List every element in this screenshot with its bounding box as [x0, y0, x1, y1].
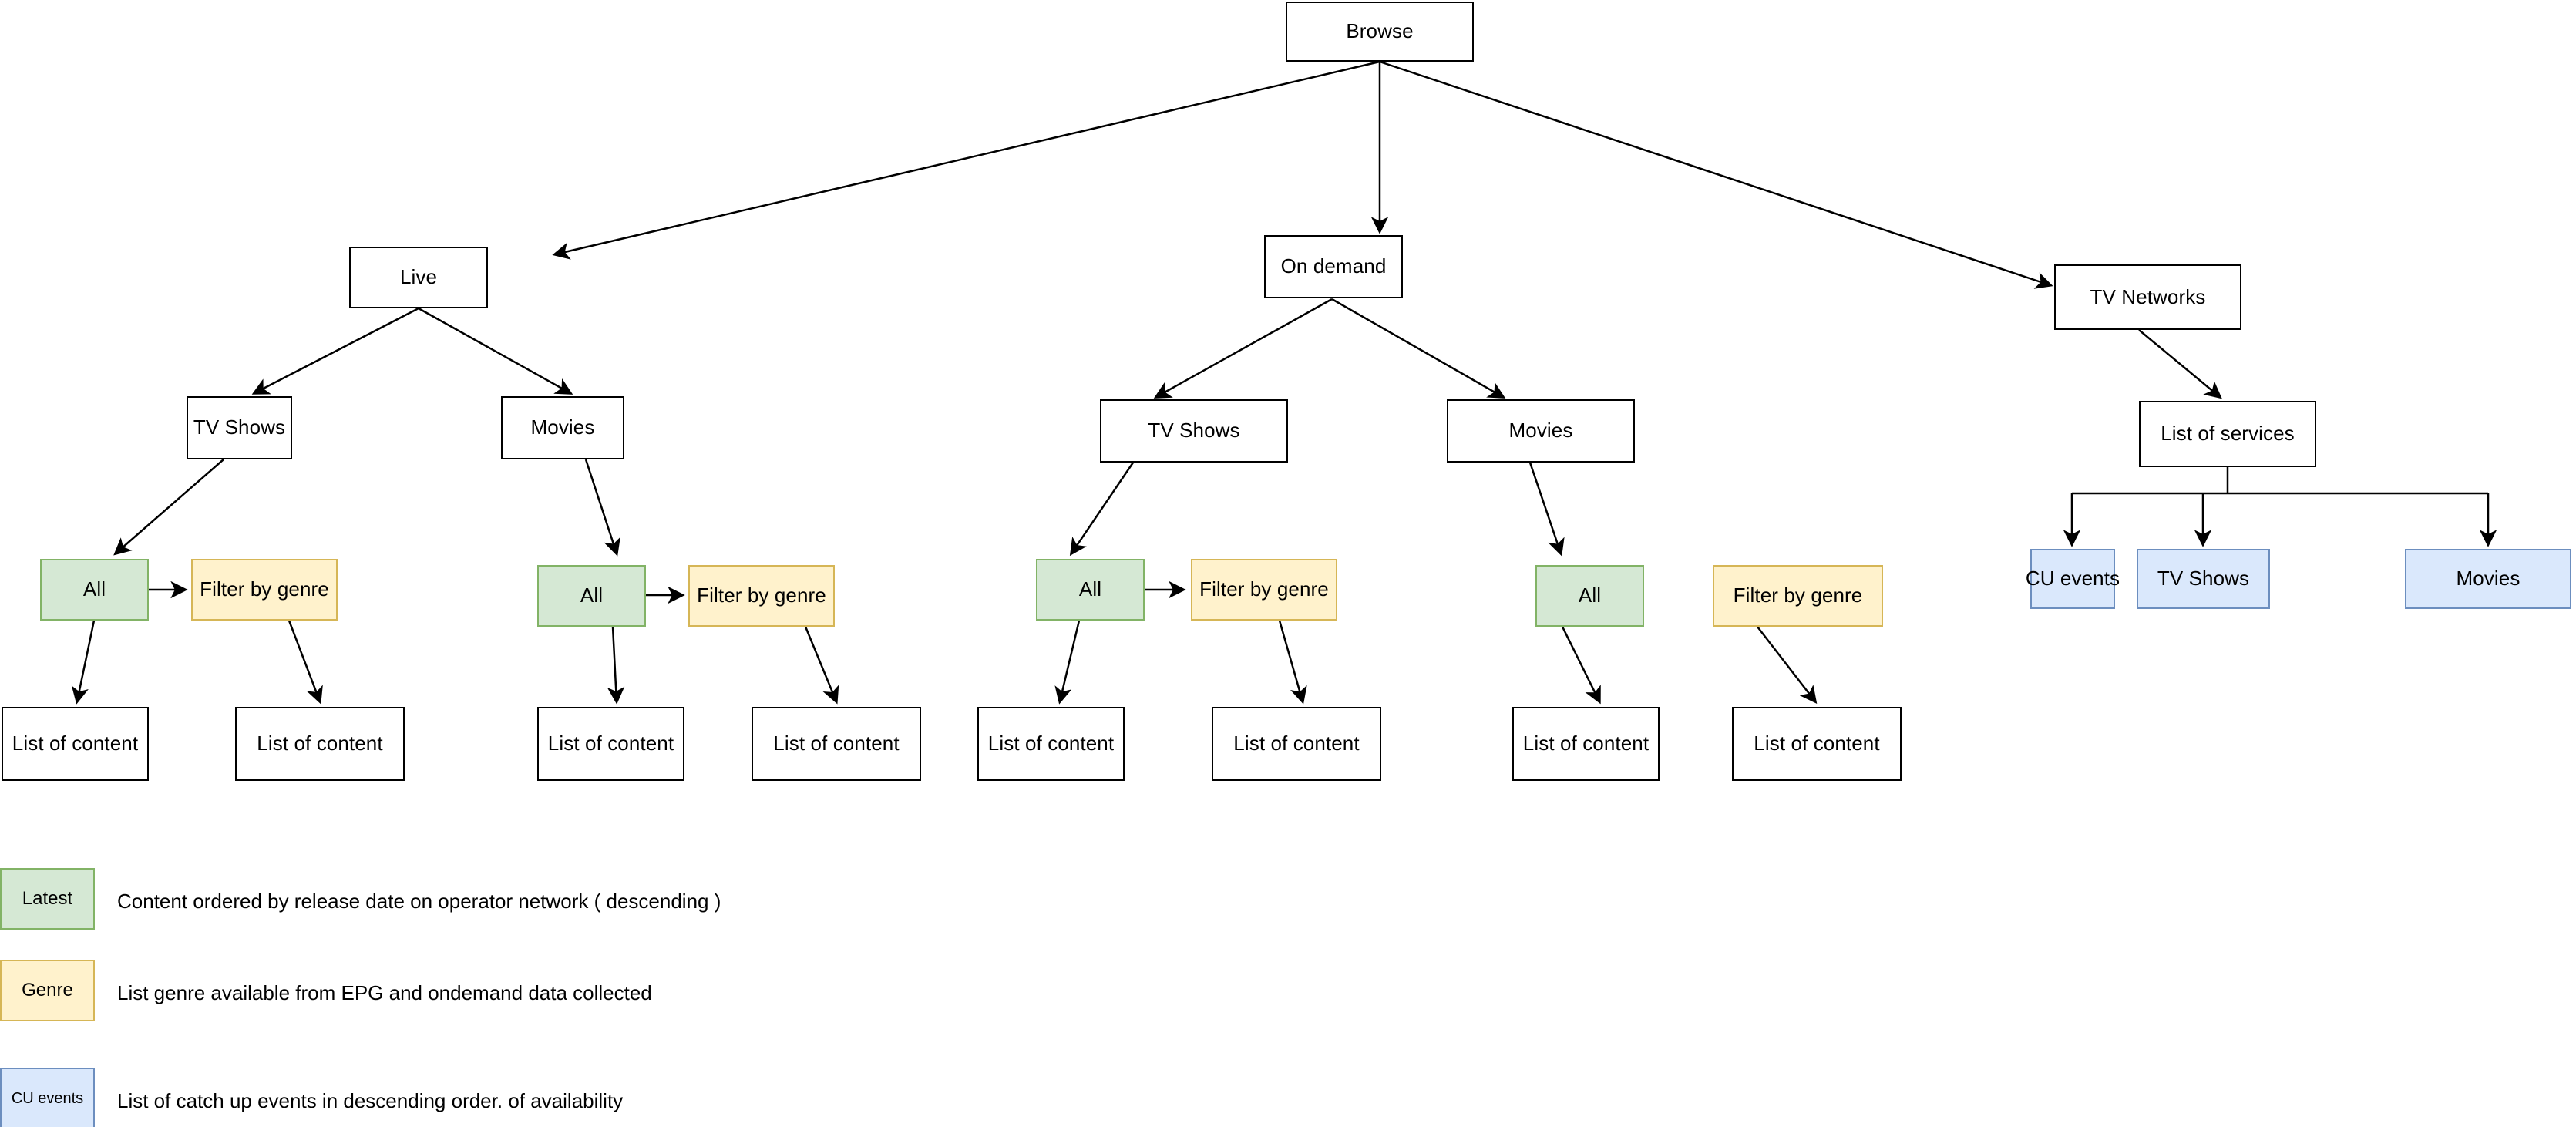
node-service-movies-label: Movies: [2456, 567, 2521, 590]
node-all-ondemand-tv-shows-label: All: [1078, 577, 1102, 601]
node-live-movies-label: Movies: [530, 415, 595, 439]
node-ondemand-tv-shows[interactable]: TV Shows: [1100, 399, 1288, 463]
node-all-ondemand-movies[interactable]: All: [1535, 565, 1644, 627]
node-live-movies[interactable]: Movies: [501, 396, 624, 459]
node-ondemand-movies[interactable]: Movies: [1447, 399, 1635, 463]
node-service-cu-events[interactable]: CU events: [2026, 549, 2120, 609]
node-leaf-live-movies-all-label: List of content: [547, 732, 674, 755]
node-all-live-tv-shows[interactable]: All: [40, 559, 149, 621]
node-list-of-services[interactable]: List of services: [2139, 401, 2316, 467]
node-browse[interactable]: Browse: [1286, 2, 1474, 62]
node-genre-live-movies-label: Filter by genre: [697, 584, 826, 607]
node-live-label: Live: [399, 265, 438, 289]
node-tv-networks-label: TV Networks: [2090, 284, 2206, 308]
node-leaf-live-tv-shows-genre[interactable]: List of content: [235, 707, 405, 781]
node-leaf-ondemand-tv-shows-all-label: List of content: [987, 732, 1115, 755]
legend-swatch-latest-label: Latest: [22, 888, 73, 909]
node-leaf-live-tv-shows-all[interactable]: List of content: [2, 707, 149, 781]
node-live-tv-shows[interactable]: TV Shows: [187, 396, 292, 459]
node-all-ondemand-movies-label: All: [1578, 584, 1602, 607]
node-service-cu-events-label: CU events: [2025, 567, 2120, 590]
node-leaf-live-tv-shows-genre-label: List of content: [257, 732, 383, 755]
node-leaf-ondemand-movies-all[interactable]: List of content: [1512, 707, 1660, 781]
legend-swatch-genre-label: Genre: [22, 980, 73, 1001]
node-service-tv-shows[interactable]: TV Shows: [2137, 549, 2270, 609]
node-on-demand[interactable]: On demand: [1264, 235, 1403, 298]
node-service-movies[interactable]: Movies: [2405, 549, 2571, 609]
node-genre-live-tv-shows[interactable]: Filter by genre: [191, 559, 338, 621]
legend-description-latest: Content ordered by release date on opera…: [117, 890, 721, 913]
node-genre-ondemand-movies-label: Filter by genre: [1733, 584, 1863, 607]
legend-description-cu-events: List of catch up events in descending or…: [117, 1089, 624, 1112]
node-leaf-ondemand-tv-shows-all[interactable]: List of content: [977, 707, 1125, 781]
node-leaf-ondemand-movies-all-label: List of content: [1522, 732, 1650, 755]
legend-swatch-latest: Latest: [0, 868, 95, 930]
node-leaf-live-movies-genre-label: List of content: [773, 732, 900, 755]
node-genre-live-tv-shows-label: Filter by genre: [200, 577, 329, 601]
node-leaf-ondemand-movies-genre-label: List of content: [1754, 732, 1880, 755]
node-leaf-ondemand-tv-shows-genre[interactable]: List of content: [1212, 707, 1381, 781]
node-leaf-live-movies-all[interactable]: List of content: [537, 707, 684, 781]
node-all-ondemand-tv-shows[interactable]: All: [1036, 559, 1145, 621]
legend-swatch-cu-events-label: CU events: [11, 1089, 84, 1107]
node-genre-ondemand-tv-shows[interactable]: Filter by genre: [1191, 559, 1337, 621]
node-genre-live-movies[interactable]: Filter by genre: [688, 565, 835, 627]
node-browse-label: Browse: [1346, 19, 1414, 43]
node-list-of-services-label: List of services: [2161, 422, 2295, 446]
node-all-live-movies[interactable]: All: [537, 565, 646, 627]
node-live-tv-shows-label: TV Shows: [193, 415, 286, 439]
node-leaf-live-movies-genre[interactable]: List of content: [752, 707, 921, 781]
node-service-tv-shows-label: TV Shows: [2157, 567, 2250, 590]
legend-swatch-cu-events: CU events: [0, 1068, 95, 1127]
node-all-live-movies-label: All: [580, 584, 604, 607]
legend-swatch-genre: Genre: [0, 960, 95, 1021]
node-all-live-tv-shows-label: All: [82, 577, 106, 601]
node-leaf-ondemand-movies-genre[interactable]: List of content: [1732, 707, 1902, 781]
node-live[interactable]: Live: [349, 247, 488, 308]
node-on-demand-label: On demand: [1280, 254, 1387, 278]
node-tv-networks[interactable]: TV Networks: [2054, 264, 2241, 330]
node-ondemand-tv-shows-label: TV Shows: [1148, 419, 1240, 442]
node-genre-ondemand-movies[interactable]: Filter by genre: [1713, 565, 1883, 627]
node-ondemand-movies-label: Movies: [1508, 419, 1573, 442]
node-genre-ondemand-tv-shows-label: Filter by genre: [1199, 577, 1329, 601]
node-leaf-live-tv-shows-all-label: List of content: [12, 732, 139, 755]
legend-description-genre: List genre available from EPG and ondema…: [117, 981, 652, 1004]
node-leaf-ondemand-tv-shows-genre-label: List of content: [1233, 732, 1360, 755]
